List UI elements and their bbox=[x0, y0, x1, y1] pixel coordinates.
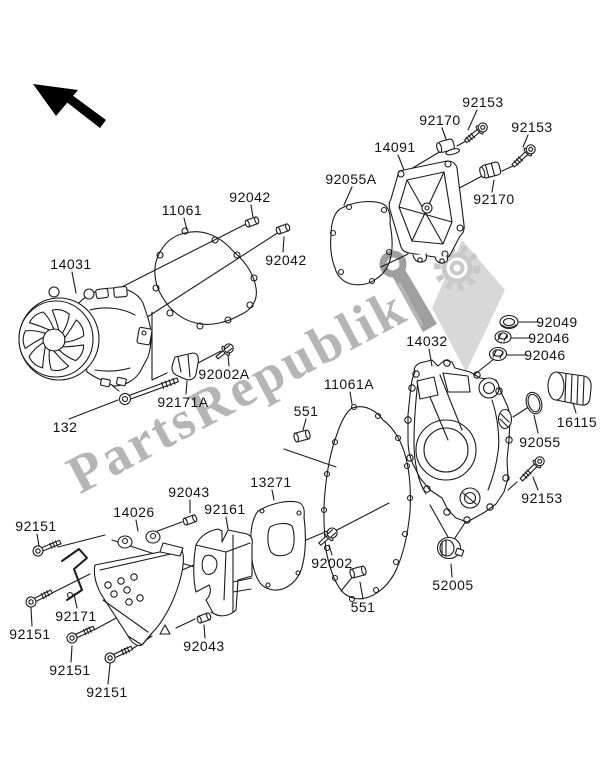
part-label: 92153 bbox=[511, 119, 553, 135]
bolt-92153-b bbox=[511, 144, 536, 168]
part-label: 92049 bbox=[536, 314, 578, 330]
cap-52005 bbox=[436, 536, 465, 560]
bolt-92151-c bbox=[66, 625, 96, 644]
part-label: 92171A bbox=[157, 394, 209, 410]
part-label: 14026 bbox=[113, 504, 155, 520]
bracket-92171 bbox=[61, 548, 88, 601]
damper-92161 bbox=[193, 528, 253, 617]
pin-92042-b bbox=[275, 223, 291, 235]
part-label: 92042 bbox=[229, 189, 271, 205]
part-label: 11061A bbox=[323, 376, 375, 392]
bolt-92153-a bbox=[463, 122, 488, 144]
bolt-92151-b bbox=[25, 589, 53, 608]
part-label: 551 bbox=[293, 403, 319, 419]
gear-icon bbox=[434, 245, 480, 291]
part-label: 92151 bbox=[9, 626, 51, 642]
part-label: 92042 bbox=[265, 252, 307, 268]
part-label: 92161 bbox=[204, 501, 246, 517]
clamp-92171a bbox=[171, 352, 199, 381]
part-label: 92043 bbox=[183, 638, 225, 654]
bolt-132 bbox=[118, 377, 179, 406]
cap-16115 bbox=[547, 371, 592, 406]
leader-lines bbox=[30, 109, 577, 685]
part-label: 92151 bbox=[86, 684, 128, 700]
oring-92055 bbox=[525, 391, 543, 415]
gasket-92055a bbox=[329, 201, 393, 286]
clutch-cover-14032 bbox=[404, 359, 513, 524]
part-label: 16115 bbox=[556, 414, 598, 430]
seal-92049 bbox=[499, 314, 519, 330]
part-label: 92151 bbox=[49, 662, 91, 678]
part-label: 11061 bbox=[161, 202, 203, 218]
part-label: 14091 bbox=[374, 139, 416, 155]
part-label: 92046 bbox=[524, 347, 566, 363]
pin-551-a bbox=[293, 429, 311, 443]
part-label: 92046 bbox=[528, 330, 570, 346]
pin-551-b bbox=[349, 565, 367, 579]
cover-14026 bbox=[93, 530, 184, 647]
part-label: 92055 bbox=[519, 434, 561, 450]
part-label: 14031 bbox=[50, 256, 92, 272]
bolt-92002a bbox=[215, 343, 234, 360]
part-label: 92151 bbox=[15, 518, 57, 534]
bolt-92153-c bbox=[519, 456, 545, 482]
part-label: 92002 bbox=[311, 555, 353, 571]
pulsing-cover-14091 bbox=[388, 160, 465, 264]
part-label: 92153 bbox=[521, 490, 563, 506]
part-label: 14032 bbox=[406, 333, 448, 349]
bolt-92151-a bbox=[32, 539, 62, 557]
bearing-92046-b bbox=[488, 346, 508, 362]
bolt-92151-d bbox=[104, 645, 134, 664]
part-label: 92055A bbox=[325, 171, 377, 187]
wrench-icon bbox=[379, 250, 437, 332]
part-label: 551 bbox=[350, 599, 376, 615]
part-label: 13271 bbox=[250, 474, 292, 490]
grommet-92170-a bbox=[436, 138, 461, 156]
generator-cover-14031 bbox=[18, 286, 153, 388]
pin-92043-b bbox=[196, 612, 212, 624]
gasket-11061a bbox=[320, 403, 414, 603]
pin-92042-a bbox=[244, 216, 260, 228]
bearing-92046-a bbox=[494, 330, 512, 344]
part-label: 92170 bbox=[419, 112, 461, 128]
part-label: 92043 bbox=[168, 484, 210, 500]
part-label: 92002A bbox=[198, 366, 250, 382]
part-label: 92170 bbox=[473, 191, 515, 207]
part-label: 132 bbox=[52, 419, 78, 435]
part-label: 92171 bbox=[55, 608, 97, 624]
gasket-11061 bbox=[152, 227, 258, 330]
part-label: 92153 bbox=[462, 94, 504, 110]
pin-92043-a bbox=[182, 514, 198, 526]
grommet-92170-b bbox=[479, 161, 502, 179]
direction-arrow bbox=[33, 84, 106, 128]
bolt-92002 bbox=[318, 527, 338, 546]
part-label: 52005 bbox=[432, 577, 474, 593]
